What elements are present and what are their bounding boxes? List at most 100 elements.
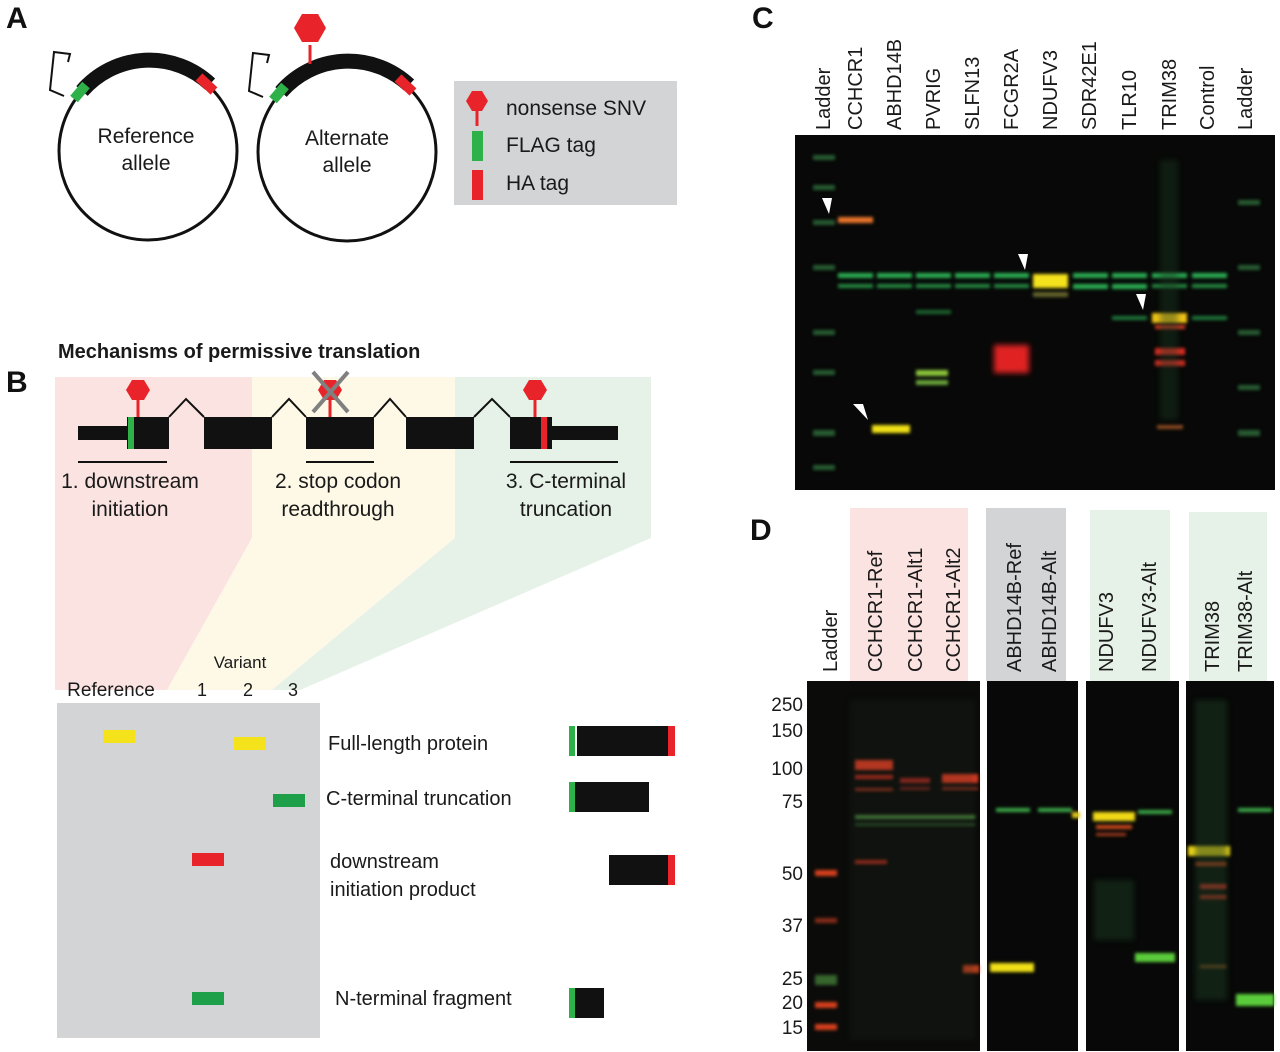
intron-1 bbox=[168, 397, 205, 418]
lane-label-d: ABHD14B-Ref bbox=[1004, 543, 1026, 672]
reference-header: Reference bbox=[67, 680, 155, 701]
intron-3 bbox=[373, 397, 407, 418]
blot-c-background bbox=[795, 135, 1275, 490]
variant-2-header: 2 bbox=[243, 680, 253, 700]
lane-label-d: TRIM38 bbox=[1202, 601, 1224, 672]
product-downstream-label-2: initiation product bbox=[330, 879, 476, 901]
exon-2 bbox=[204, 417, 272, 449]
ladder-band bbox=[813, 185, 835, 190]
common-band bbox=[994, 273, 1029, 278]
lane-label-d: ABHD14B-Alt bbox=[1039, 550, 1061, 672]
variant-header: Variant bbox=[214, 653, 267, 672]
panel-d-lane-labels: Ladder CCHCR1-Ref CCHCR1-Alt1 CCHCR1-Alt… bbox=[820, 543, 1257, 672]
panel-a-label: A bbox=[6, 2, 28, 35]
abhd14b-shade bbox=[986, 508, 1066, 681]
lane-label-c: NDUFV3 bbox=[1040, 50, 1062, 130]
ladder-band bbox=[815, 918, 837, 923]
protein-full-length bbox=[569, 726, 675, 756]
utr-3 bbox=[550, 426, 618, 440]
mech-2-label-2: readthrough bbox=[281, 498, 394, 521]
gene-ha-tag bbox=[541, 417, 547, 449]
abhd14b-common-band bbox=[996, 808, 1030, 812]
mw-marker: 50 bbox=[782, 864, 803, 885]
ndufv3-band-2 bbox=[1096, 825, 1132, 829]
mech-1-label-2: initiation bbox=[91, 498, 168, 521]
arrowhead-icon bbox=[822, 198, 832, 214]
ladder-band bbox=[813, 430, 835, 436]
legend-box: nonsense SNV FLAG tag HA tag bbox=[454, 81, 677, 205]
common-band bbox=[1112, 316, 1147, 320]
blot-d-trim38 bbox=[1186, 681, 1274, 1051]
reference-gene-arc bbox=[76, 52, 216, 97]
schematic-band-v3-truncation bbox=[273, 794, 305, 807]
lane-label-c: ABHD14B bbox=[884, 39, 906, 130]
arrowhead-icon bbox=[853, 404, 868, 420]
lane-label-c: CCHCR1 bbox=[845, 47, 867, 130]
blot-d-ndufv3 bbox=[1086, 681, 1179, 1051]
ndufv3-band bbox=[1033, 274, 1068, 288]
common-band bbox=[916, 310, 951, 314]
reference-plasmid: Reference allele bbox=[48, 50, 239, 242]
pvrig-band bbox=[916, 370, 948, 376]
cchcr1-band bbox=[838, 217, 873, 223]
common-band bbox=[1192, 316, 1227, 320]
abhd14b-common-band bbox=[1038, 808, 1072, 812]
alternate-label-1: Alternate bbox=[305, 127, 389, 150]
mech-2-label-1: 2. stop codon bbox=[275, 470, 401, 493]
ladder-band bbox=[813, 220, 835, 225]
reference-label-2: allele bbox=[121, 152, 170, 175]
mw-marker: 15 bbox=[782, 1018, 803, 1039]
alternate-gene-arc bbox=[275, 53, 415, 98]
lane-label-c: TRIM38 bbox=[1159, 59, 1181, 130]
lane-label-d: CCHCR1-Ref bbox=[865, 550, 887, 672]
reference-label-1: Reference bbox=[98, 125, 195, 148]
ladder-band bbox=[815, 870, 837, 876]
variant-1-header: 1 bbox=[197, 680, 207, 700]
mw-marker: 250 bbox=[771, 695, 803, 716]
schematic-band-reference-full bbox=[103, 730, 135, 743]
mw-marker: 37 bbox=[782, 916, 803, 937]
common-band bbox=[877, 273, 912, 278]
lane-label-c: SDR42E1 bbox=[1079, 41, 1101, 130]
ladder-band bbox=[1238, 330, 1260, 335]
common-band bbox=[1073, 284, 1108, 289]
panel-d-label: D bbox=[750, 514, 772, 547]
protein-c-terminal bbox=[569, 782, 649, 812]
common-band bbox=[916, 284, 951, 288]
alternate-promoter-arrow-icon bbox=[247, 51, 271, 98]
blot-d-abhd14b-background bbox=[987, 681, 1078, 1051]
mech-3-label-2: truncation bbox=[520, 498, 612, 521]
trim38-smear bbox=[1195, 700, 1227, 1000]
blot-d-cchcr1 bbox=[807, 681, 980, 1051]
alternate-label-2: allele bbox=[322, 154, 371, 177]
ladder-band bbox=[813, 330, 835, 335]
gene-flag-tag bbox=[128, 417, 134, 449]
ladder-band bbox=[813, 370, 835, 375]
alternate-stop-hexagon-icon bbox=[294, 14, 326, 42]
lane-label-c: Ladder bbox=[1235, 67, 1257, 130]
mechanism-2-shade bbox=[167, 377, 455, 690]
common-band bbox=[1073, 273, 1108, 278]
common-band bbox=[1192, 273, 1227, 278]
lane-label-d: Ladder bbox=[820, 609, 842, 672]
lane-label-c: FCGR2A bbox=[1001, 48, 1023, 130]
lane-label-d: NDUFV3 bbox=[1096, 592, 1118, 672]
reference-promoter-arrow-icon bbox=[48, 50, 72, 97]
alternate-ha-tag bbox=[394, 74, 417, 96]
ndufv3-band-2 bbox=[1096, 833, 1126, 836]
variant-3-header: 3 bbox=[288, 680, 298, 700]
cchcr1-smear bbox=[850, 700, 975, 1040]
alternate-flag-tag bbox=[269, 82, 289, 104]
ndufv3-band bbox=[1093, 812, 1135, 821]
ndufv3-band-2 bbox=[1033, 292, 1068, 297]
ladder-band bbox=[813, 465, 835, 470]
lane-label-d: TRIM38-Alt bbox=[1235, 570, 1257, 672]
panel-b-title: Mechanisms of permissive translation bbox=[58, 341, 420, 363]
ladder-band bbox=[1238, 430, 1260, 436]
lane-label-c: TLR10 bbox=[1119, 70, 1141, 130]
schematic-band-v2-full bbox=[234, 737, 266, 750]
common-band bbox=[994, 284, 1029, 288]
product-n-terminal-label: N-terminal fragment bbox=[335, 988, 512, 1010]
